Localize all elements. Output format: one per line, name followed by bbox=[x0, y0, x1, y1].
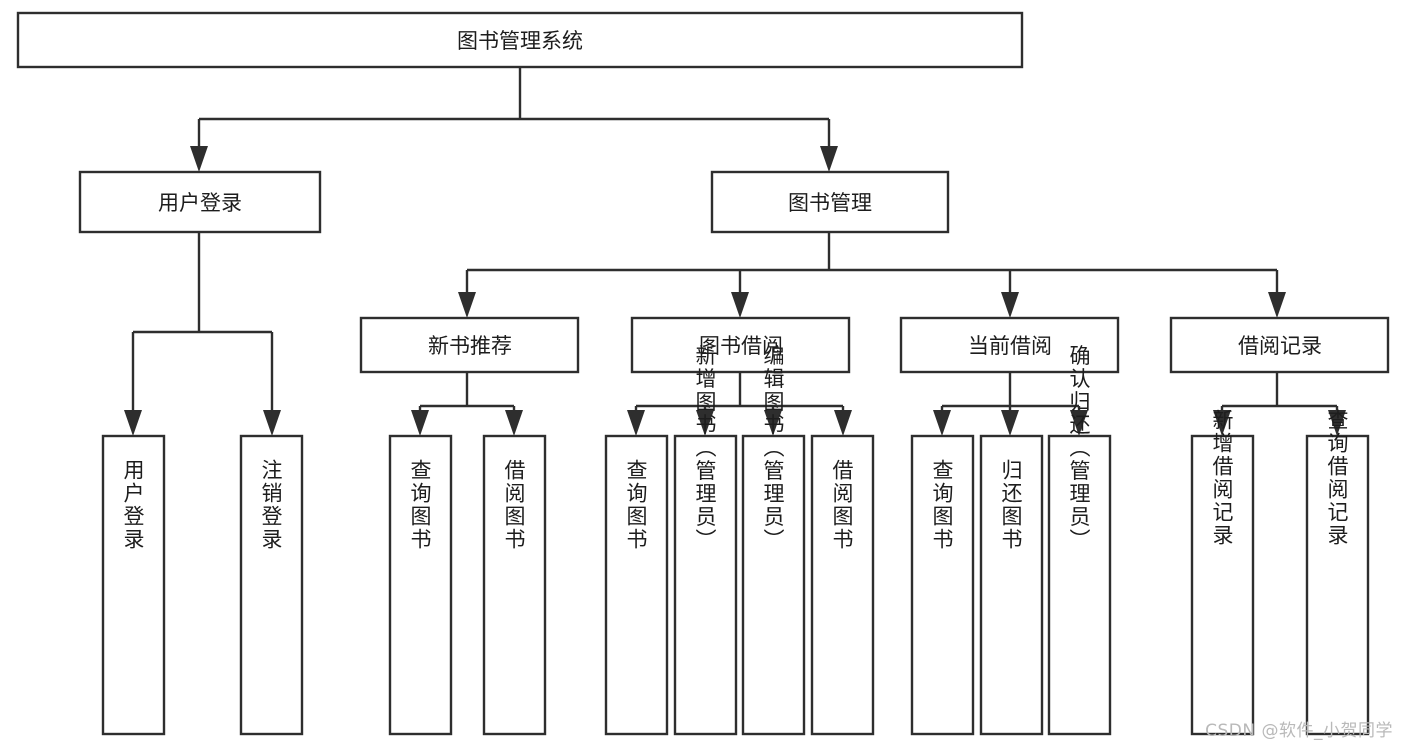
node-leaf-add-record-label: 新增借阅记录 bbox=[1210, 409, 1234, 547]
node-new-book-recommend-label: 新书推荐 bbox=[428, 334, 512, 358]
node-current-borrow-label: 当前借阅 bbox=[968, 334, 1052, 358]
node-new-book-recommend-box[interactable] bbox=[359, 316, 580, 374]
node-book-borrow-box[interactable] bbox=[630, 316, 851, 374]
node-user-login[interactable]: 用户登录 bbox=[78, 170, 322, 234]
node-leaf-query-record-label: 查询借阅记录 bbox=[1325, 409, 1349, 547]
node-leaf-add-book[interactable]: 新增图书（管理员） bbox=[673, 345, 738, 736]
node-leaf-user-login-box[interactable] bbox=[101, 434, 166, 736]
node-leaf-borrow-book-1-box[interactable] bbox=[482, 434, 547, 736]
node-root-box[interactable] bbox=[16, 11, 1024, 69]
arrow-head-leaf-add-record bbox=[1213, 410, 1231, 436]
connector-layer bbox=[124, 67, 1346, 436]
arrow-head-new-book-recommend bbox=[458, 292, 476, 318]
arrow-head-leaf-add-book bbox=[696, 410, 714, 436]
node-leaf-return-book-label: 归还图书 bbox=[999, 459, 1023, 551]
node-leaf-borrow-book-2[interactable]: 借阅图书 bbox=[810, 434, 875, 736]
arrow-head-borrow-record bbox=[1268, 292, 1286, 318]
node-leaf-logout-login-label: 注销登录 bbox=[259, 459, 283, 551]
node-root-label: 图书管理系统 bbox=[457, 29, 583, 53]
node-book-manage-label: 图书管理 bbox=[788, 191, 872, 215]
node-leaf-borrow-book-1-label: 借阅图书 bbox=[502, 459, 526, 551]
node-book-manage-box[interactable] bbox=[710, 170, 950, 234]
node-book-manage[interactable]: 图书管理 bbox=[710, 170, 950, 234]
node-leaf-query-record[interactable]: 查询借阅记录 bbox=[1305, 409, 1370, 736]
node-leaf-query-book-3[interactable]: 查询图书 bbox=[910, 434, 975, 736]
node-leaf-query-book-2[interactable]: 查询图书 bbox=[604, 434, 669, 736]
node-leaf-borrow-book-2-label: 借阅图书 bbox=[830, 459, 854, 551]
node-current-borrow-box[interactable] bbox=[899, 316, 1120, 374]
node-root[interactable]: 图书管理系统 bbox=[16, 11, 1024, 69]
node-current-borrow[interactable]: 当前借阅 bbox=[899, 316, 1120, 374]
node-leaf-borrow-book-1[interactable]: 借阅图书 bbox=[482, 434, 547, 736]
node-leaf-query-book-1[interactable]: 查询图书 bbox=[388, 434, 453, 736]
node-book-borrow-label: 图书借阅 bbox=[699, 334, 783, 358]
node-leaf-edit-book-box[interactable] bbox=[741, 434, 806, 736]
node-leaf-query-book-2-box[interactable] bbox=[604, 434, 669, 736]
node-leaf-query-book-3-box[interactable] bbox=[910, 434, 975, 736]
node-leaf-query-book-1-label: 查询图书 bbox=[408, 459, 432, 551]
arrow-head-leaf-logout-login bbox=[263, 410, 281, 436]
arrow-head-leaf-borrow-book-1 bbox=[505, 410, 523, 436]
arrow-head-user-login bbox=[190, 146, 208, 172]
arrow-head-leaf-query-record bbox=[1328, 410, 1346, 436]
node-user-login-box[interactable] bbox=[78, 170, 322, 234]
arrow-head-leaf-return-book bbox=[1001, 410, 1019, 436]
node-leaf-return-book-box[interactable] bbox=[979, 434, 1044, 736]
node-leaf-query-record-box[interactable] bbox=[1305, 434, 1370, 736]
node-user-login-label: 用户登录 bbox=[158, 191, 242, 215]
node-leaf-edit-book[interactable]: 编辑图书（管理员） bbox=[741, 345, 806, 736]
node-leaf-logout-login[interactable]: 注销登录 bbox=[239, 434, 304, 736]
node-borrow-record-label: 借阅记录 bbox=[1238, 334, 1322, 358]
node-leaf-query-book-1-box[interactable] bbox=[388, 434, 453, 736]
node-borrow-record-box[interactable] bbox=[1169, 316, 1390, 374]
arrow-head-leaf-query-book-3 bbox=[933, 410, 951, 436]
node-leaf-borrow-book-2-box[interactable] bbox=[810, 434, 875, 736]
node-leaf-user-login[interactable]: 用户登录 bbox=[101, 434, 166, 736]
node-book-borrow[interactable]: 图书借阅 bbox=[630, 316, 851, 374]
arrow-head-book-borrow bbox=[731, 292, 749, 318]
node-leaf-add-book-box[interactable] bbox=[673, 434, 738, 736]
node-leaf-return-book[interactable]: 归还图书 bbox=[979, 434, 1044, 736]
arrow-head-leaf-query-book-2 bbox=[627, 410, 645, 436]
arrow-head-leaf-borrow-book-2 bbox=[834, 410, 852, 436]
arrow-head-leaf-confirm-return bbox=[1070, 410, 1088, 436]
arrow-head-leaf-user-login bbox=[124, 410, 142, 436]
node-new-book-recommend[interactable]: 新书推荐 bbox=[359, 316, 580, 374]
node-borrow-record[interactable]: 借阅记录 bbox=[1169, 316, 1390, 374]
node-leaf-query-book-2-label: 查询图书 bbox=[624, 459, 648, 551]
arrow-head-leaf-edit-book bbox=[764, 410, 782, 436]
node-leaf-confirm-return[interactable]: 确认归还（管理员） bbox=[1047, 345, 1112, 736]
node-leaf-add-record-box[interactable] bbox=[1190, 434, 1255, 736]
arrow-head-leaf-query-book-1 bbox=[411, 410, 429, 436]
node-leaf-query-book-3-label: 查询图书 bbox=[930, 459, 954, 551]
node-leaf-confirm-return-label: 确认归还（管理员） bbox=[1067, 345, 1091, 552]
arrow-head-book-manage bbox=[820, 146, 838, 172]
node-leaf-user-login-label: 用户登录 bbox=[121, 459, 145, 551]
arrow-head-current-borrow bbox=[1001, 292, 1019, 318]
node-leaf-confirm-return-box[interactable] bbox=[1047, 434, 1112, 736]
node-leaf-add-record[interactable]: 新增借阅记录 bbox=[1190, 409, 1255, 736]
node-leaf-logout-login-box[interactable] bbox=[239, 434, 304, 736]
node-leaf-add-book-label: 新增图书（管理员） bbox=[693, 345, 717, 552]
node-leaf-edit-book-label: 编辑图书（管理员） bbox=[761, 345, 785, 552]
